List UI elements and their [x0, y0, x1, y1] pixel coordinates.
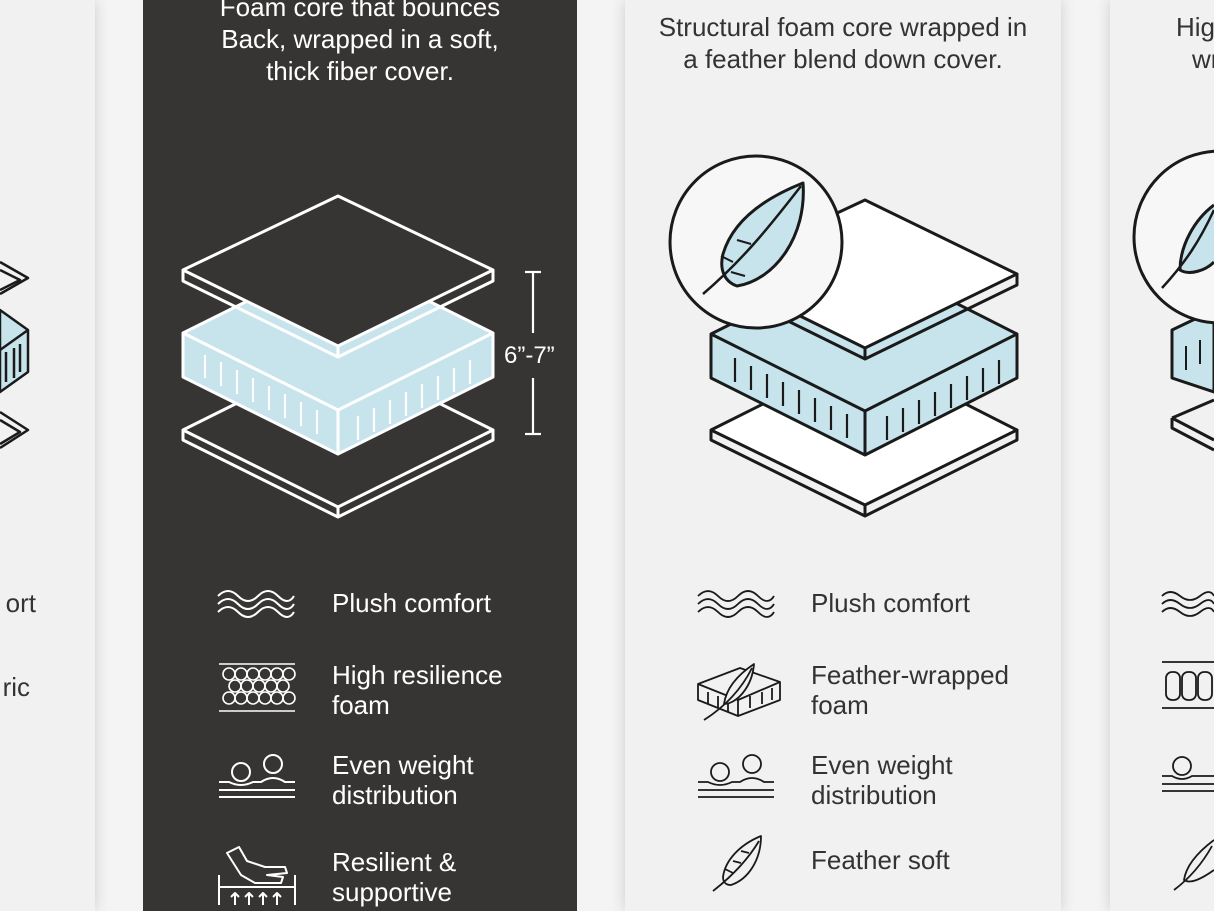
feature-even-weight-distribution: Even weight distribution	[811, 750, 953, 810]
description-line-3: thick fiber cover.	[266, 56, 454, 86]
waves-icon	[217, 590, 295, 618]
description-line-1: Foam core that bounces	[219, 0, 501, 22]
feather-cushion-illustration	[668, 154, 1019, 518]
weight-distribution-icon	[698, 754, 774, 798]
feature-feather-soft: Feather soft	[811, 845, 950, 875]
waves-icon	[697, 590, 775, 618]
feather-icon	[712, 835, 762, 892]
description-line-2: wra	[1192, 44, 1214, 74]
feature-resilient-supportive: Resilient & supportive	[332, 847, 457, 907]
description-line-1: Structural foam core wrapped in	[658, 12, 1028, 42]
edge-feather-cushion-illustration	[1132, 149, 1214, 891]
weight-distribution-icon	[219, 754, 295, 798]
edge-cushion-illustration	[0, 260, 30, 450]
feature-plush-comfort: Plush comfort	[811, 588, 970, 618]
feature-plush-comfort: Plush comfort	[332, 588, 491, 618]
panel-description: Foam core that bounces Back, wrapped in …	[143, 0, 577, 87]
description-line-2: Back, wrapped in a soft,	[221, 24, 499, 54]
feature-high-resilience-foam: High resilience foam	[332, 660, 503, 720]
panel-description: Hig wra	[1176, 11, 1214, 75]
left-edge-panel: ort ric	[0, 0, 95, 911]
height-dimension-label: 6”-7”	[504, 342, 555, 369]
feature-feather-wrapped-foam: Feather-wrapped foam	[811, 660, 1009, 720]
description-line-2: a feather blend down cover.	[683, 44, 1003, 74]
feature-even-weight-distribution: Even weight distribution	[332, 750, 474, 810]
edge-feature-label-1: ort	[5, 588, 36, 618]
supportive-hand-icon	[218, 846, 296, 905]
feather-wrapped-foam-icon	[697, 663, 781, 721]
honeycomb-foam-icon	[219, 663, 296, 712]
dark-product-panel: Foam core that bounces Back, wrapped in …	[143, 0, 577, 911]
description-line-1: Hig	[1176, 12, 1214, 42]
panel-description: Structural foam core wrapped in a feathe…	[625, 11, 1061, 75]
right-edge-panel: Hig wra	[1110, 0, 1214, 911]
layered-cushion-illustration	[181, 194, 541, 519]
edge-feature-label-2: ric	[2, 672, 30, 702]
light-product-panel: Structural foam core wrapped in a feathe…	[625, 0, 1061, 911]
